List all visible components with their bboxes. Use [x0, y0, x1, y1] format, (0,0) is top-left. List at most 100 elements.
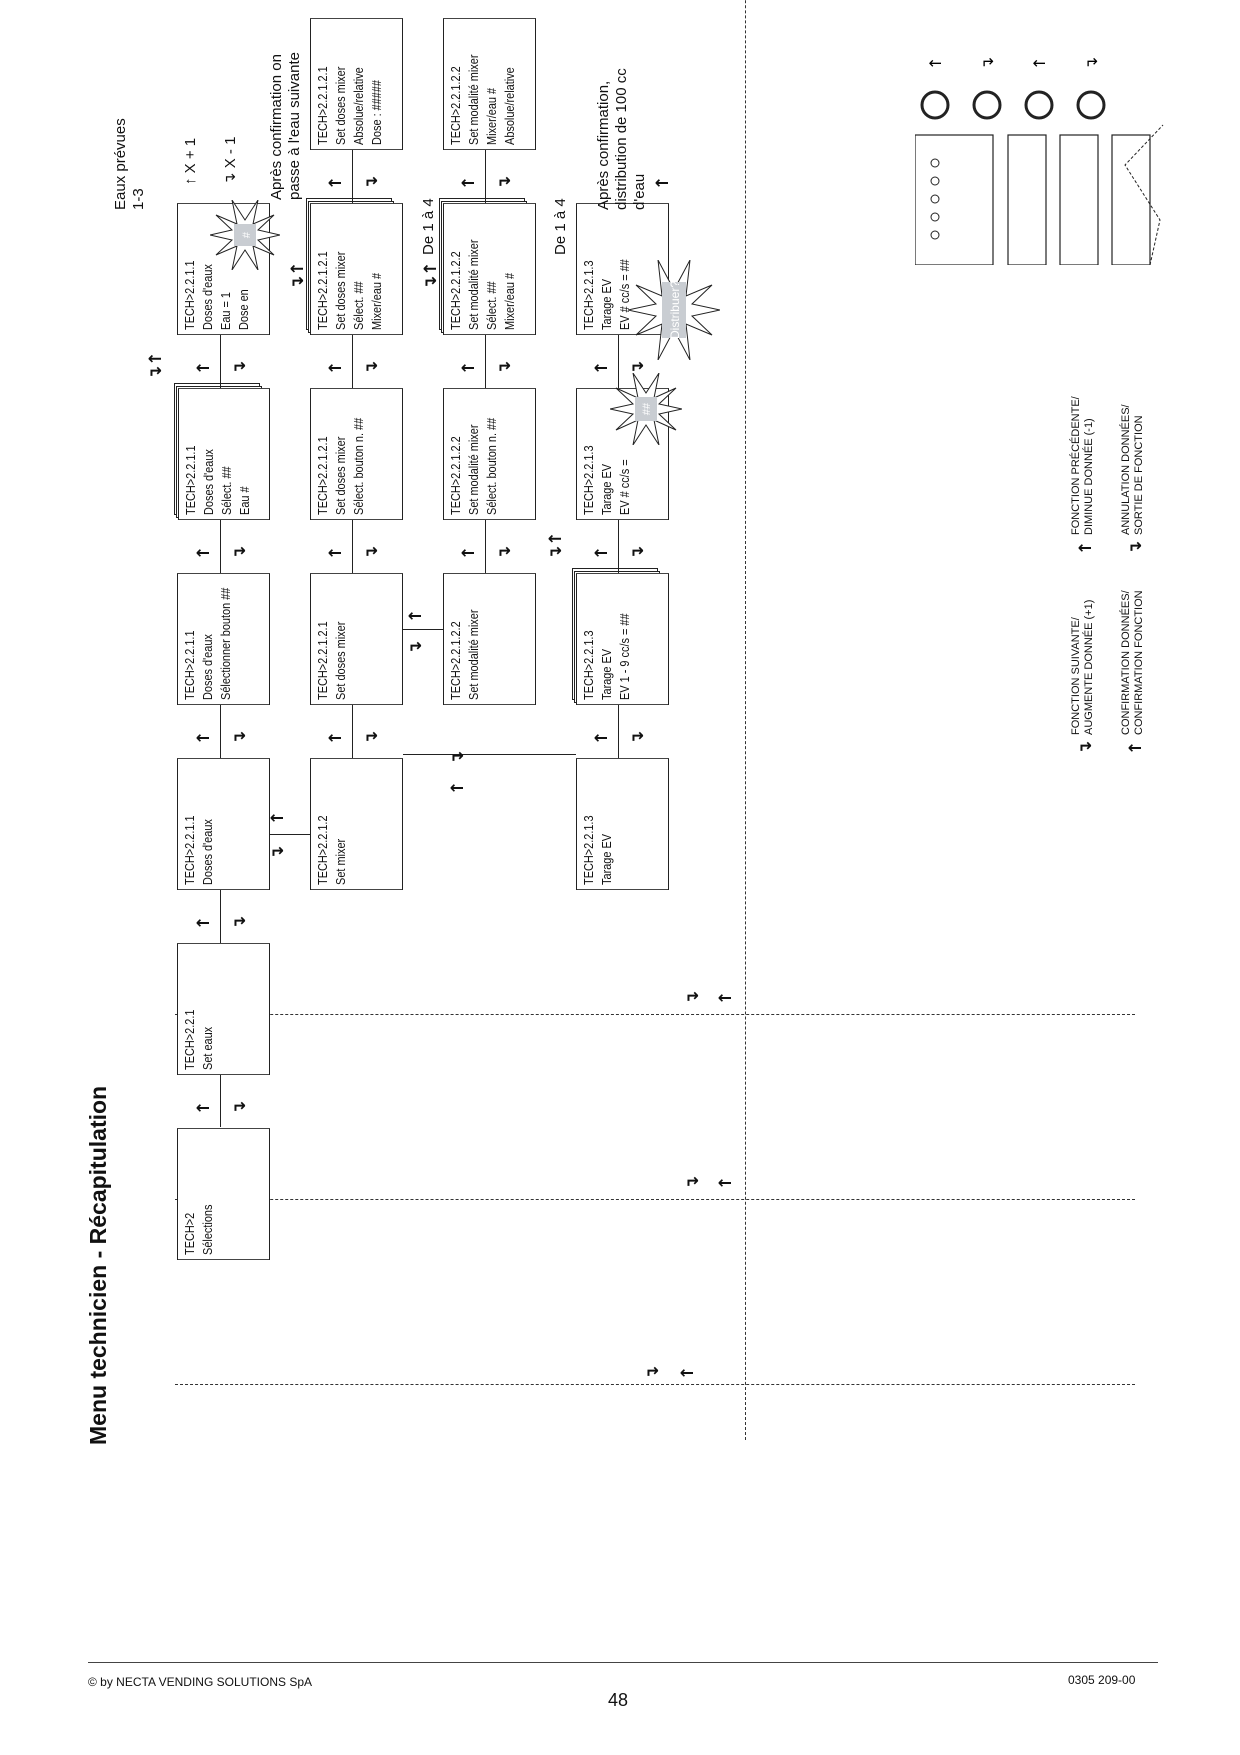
arrow-up-icon: ↑: [459, 545, 479, 560]
note-de1a4-b: De 1 à 4: [552, 198, 569, 255]
arrow-down-icon: ↴: [230, 545, 250, 560]
legend-suivante: FONCTION SUIVANTE/AUGMENTE DONNÉE (+1): [1070, 599, 1095, 735]
burst-hash-1: #: [210, 200, 280, 270]
arrow-up-icon: ↑: [1030, 57, 1049, 70]
arrow-up-icon: ↑: [459, 360, 479, 375]
arrow-up-icon: ↑: [326, 545, 346, 560]
arrow-down-icon: ↴: [230, 915, 250, 930]
arrow-down-icon: ↴: [1076, 740, 1096, 755]
arrow-down-icon: ↴: [362, 730, 382, 745]
connector: [352, 335, 353, 388]
arrow-down-icon: ↴: [230, 730, 250, 745]
arrow-down-icon: ↴↑: [546, 531, 566, 561]
arrow-down-icon: ↴↑: [146, 351, 166, 381]
dashed-line-3: [175, 1014, 1135, 1015]
arrow-up-icon: ↑: [592, 360, 612, 375]
arrow-up-icon: ↑: [592, 730, 612, 745]
connector: [352, 705, 353, 758]
legend-annulation: ANNULATION DONNÉES/SORTIE DE FONCTION: [1120, 404, 1145, 535]
arrow-up-icon: ↑: [716, 990, 736, 1005]
burst-distribuer: Distribuer?: [628, 260, 720, 360]
connector: [618, 705, 619, 758]
arrow-down-icon: ↴↑: [288, 261, 308, 291]
arrow-down-icon: ↴: [643, 1365, 663, 1380]
arrow-down-icon: ↴: [1082, 57, 1101, 70]
arrow-up-icon: ↑: [926, 57, 945, 70]
arrow-down-icon: ↴: [230, 360, 250, 375]
connector: [485, 150, 486, 203]
arrow-down-icon: ↴: [628, 545, 648, 560]
arrow-down-icon: ↴: [683, 1175, 703, 1190]
note-apres-confirmation-2: Après confirmation,distribution de 100 c…: [595, 68, 648, 210]
arrow-down-icon: ↴: [628, 360, 648, 375]
arrow-down-icon: ↴: [495, 360, 515, 375]
svg-text:##: ##: [641, 402, 653, 415]
arrow-down-icon: ↴: [683, 990, 703, 1005]
page-title: Menu technicien - Récapitulation: [85, 1085, 111, 1445]
arrow-up-icon: ↑: [326, 175, 346, 190]
arrow-down-icon: ↴: [495, 545, 515, 560]
arrow-down-icon: ↴: [1126, 540, 1146, 555]
arrow-up-icon: ↑: [194, 360, 214, 375]
arrow-up-icon: ↑: [716, 1175, 736, 1190]
keypad-illustration: ↑ ↴ ↑ ↴: [915, 57, 1164, 265]
arrow-down-icon: ↴: [230, 1100, 250, 1115]
arrow-down-icon: ↴: [362, 545, 382, 560]
arrow-down-icon: ↴: [268, 845, 288, 860]
connector: [220, 520, 221, 573]
connector: [352, 150, 353, 203]
connector: [352, 520, 353, 573]
connector: [220, 335, 221, 388]
arrow-down-icon: ↴: [448, 750, 468, 765]
arrow-up-icon: ↑: [194, 730, 214, 745]
connector: [485, 335, 486, 388]
connector: [618, 335, 619, 388]
arrow-up-icon: ↑: [326, 360, 346, 375]
dashed-line-2: [175, 1199, 1135, 1200]
arrow-down-icon: ↴: [495, 175, 515, 190]
connector: [220, 888, 221, 943]
arrow-up-icon: ↑: [194, 1100, 214, 1115]
arrow-down-icon: ↴: [362, 360, 382, 375]
svg-text:Distribuer?: Distribuer?: [668, 281, 682, 339]
arrow-up-icon: ↑: [194, 545, 214, 560]
arrow-down-icon: ↴: [362, 175, 382, 190]
arrow-up-icon: ↑: [1076, 540, 1096, 555]
arrow-up-icon: ↑: [592, 545, 612, 560]
dashed-line-vertical: [745, 0, 746, 1440]
note-de1a4-a: De 1 à 4: [420, 198, 437, 255]
arrow-up-icon: ↑: [268, 810, 288, 825]
footer-rule: [88, 1662, 1158, 1663]
arrow-down-icon: ↴: [978, 57, 997, 70]
footer-copyright: © by NECTA VENDING SOLUTIONS SpA: [88, 1675, 313, 1689]
arrow-down-icon: ↴↑: [421, 261, 441, 291]
arrow-up-icon: ↑: [678, 1365, 698, 1380]
connector: [220, 705, 221, 758]
page-number: 48: [608, 1690, 629, 1710]
connector: [618, 520, 619, 573]
connector: [403, 754, 576, 755]
legend-confirmation: CONFIRMATION DONNÉES/CONFIRMATION FONCTI…: [1120, 590, 1145, 735]
burst-hash-2: ##: [610, 373, 682, 445]
connector: [403, 629, 443, 630]
note-x-plus: ↑ X + 1: [182, 137, 199, 185]
note-x-minus: ↴ X - 1: [222, 136, 239, 185]
connector: [220, 1075, 221, 1127]
